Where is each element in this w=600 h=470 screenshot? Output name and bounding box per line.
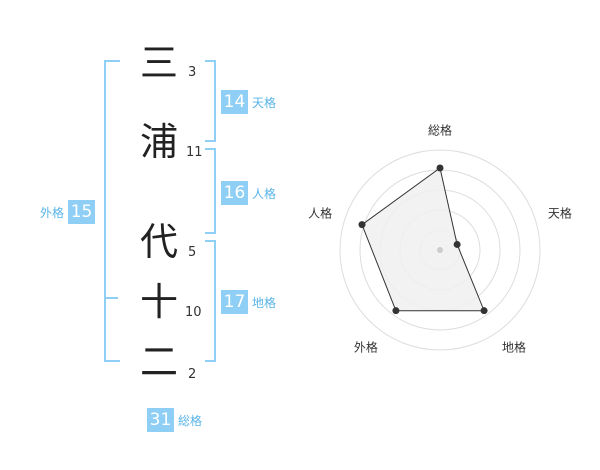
gaikaku-label: 外格 — [40, 205, 65, 220]
stroke-count-1: 3 — [188, 65, 197, 80]
jinkaku-value: 16 — [221, 181, 248, 205]
radar-point — [453, 240, 461, 248]
chikaku-value: 17 — [221, 290, 248, 314]
radar-dots — [358, 164, 488, 315]
stroke-count-5: 2 — [188, 367, 197, 382]
tenkaku-bracket — [205, 60, 216, 142]
radar-axis-label: 外格 — [353, 340, 378, 355]
soukaku-label: 総格 — [178, 413, 203, 428]
gaikaku-bracket-mid — [104, 297, 118, 299]
radar-ring — [379, 189, 501, 311]
gaikaku-value: 15 — [68, 200, 96, 224]
radar-point — [358, 221, 366, 229]
radar-axis-label: 地格 — [502, 340, 527, 355]
tenkaku-badge: 14 天格 — [221, 90, 276, 114]
name-char-2: 浦 — [140, 120, 179, 164]
gaikaku-badge: 外格 15 — [40, 200, 96, 224]
soukaku-badge: 31 総格 — [147, 408, 202, 432]
chikaku-bracket — [205, 240, 216, 362]
chikaku-label: 地格 — [252, 295, 277, 310]
radar-point — [436, 164, 444, 172]
name-char-5: 二 — [140, 340, 179, 384]
jinkaku-label: 人格 — [252, 186, 277, 201]
stroke-count-3: 5 — [188, 245, 197, 260]
stroke-count-2: 11 — [186, 145, 203, 160]
radar-ring — [359, 169, 521, 331]
name-char-3: 代 — [140, 220, 179, 264]
tenkaku-label: 天格 — [252, 95, 277, 110]
radar-polygon — [361, 167, 485, 312]
radar-ring — [419, 229, 461, 271]
jinkaku-bracket — [205, 148, 216, 234]
name-char-1: 三 — [140, 41, 179, 85]
radar-ring — [339, 149, 541, 351]
radar-ring — [399, 209, 481, 291]
radar-point — [392, 307, 400, 315]
stroke-count-4: 10 — [185, 305, 202, 320]
radar-rings — [339, 149, 541, 351]
chikaku-badge: 17 地格 — [221, 290, 276, 314]
radar-axis-label: 総格 — [427, 123, 453, 138]
name-char-4: 十 — [140, 280, 179, 324]
jinkaku-badge: 16 人格 — [221, 181, 276, 205]
radar-point — [480, 307, 488, 315]
radar-center-dot — [437, 247, 443, 253]
radar-axis-label: 人格 — [308, 206, 333, 221]
radar-axis-label: 天格 — [547, 206, 572, 221]
soukaku-value: 31 — [147, 408, 174, 432]
tenkaku-value: 14 — [221, 90, 248, 114]
gaikaku-bracket — [104, 60, 120, 362]
